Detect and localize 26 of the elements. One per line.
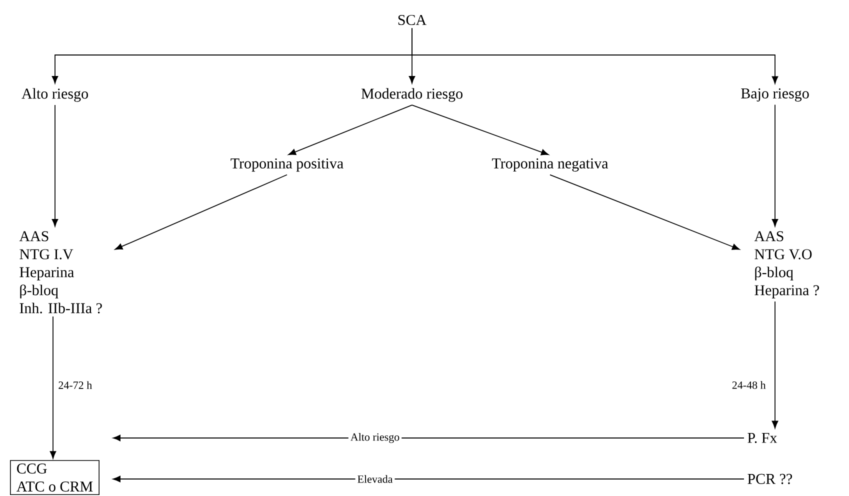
arrow <box>114 174 288 250</box>
treatment-box: CCG ATC o CRM <box>10 460 100 495</box>
flow-text: P. Fx <box>748 432 778 444</box>
treatment-list: AAS NTG V.O β-bloq Heparina ? <box>754 231 819 298</box>
flow-text: Bajo riesgo <box>741 88 809 102</box>
flow-text: SCA <box>398 14 426 26</box>
arrow <box>412 28 778 84</box>
flow-text: Troponina positiva <box>230 158 344 172</box>
edge-label: 24-48 h <box>730 379 768 391</box>
arrow <box>412 104 549 156</box>
flow-text: Moderado riesgo <box>361 88 462 102</box>
arrow <box>550 174 740 250</box>
treatment-list: AAS NTG I.V Heparina β-bloq Inh. IIb-IIIa ? <box>19 231 102 314</box>
flow-text: Alto riesgo <box>22 88 88 102</box>
arrow <box>772 301 778 428</box>
arrow <box>288 104 412 156</box>
arrow <box>112 434 744 442</box>
flow-text: Troponina negativa <box>492 158 608 172</box>
arrow <box>50 316 56 459</box>
arrow <box>52 104 58 227</box>
flow-text: PCR ?? <box>748 474 792 484</box>
edge-label: 24-72 h <box>56 379 94 391</box>
edge-label: Elevada <box>355 473 395 485</box>
arrow <box>772 104 778 227</box>
arrow <box>112 476 744 482</box>
edge-label: Alto riesgo <box>348 431 402 445</box>
